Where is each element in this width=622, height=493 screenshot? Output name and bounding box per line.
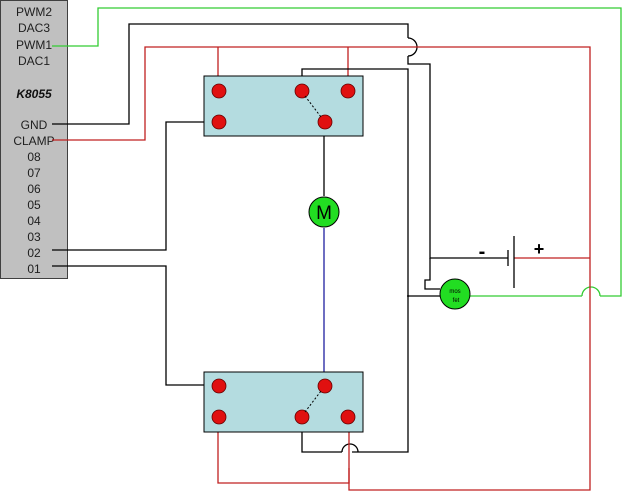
relay-bottom-terminal xyxy=(211,409,227,425)
pin-06: 06 xyxy=(27,182,41,196)
pin-clamp: CLAMP xyxy=(13,134,55,148)
wire-crossover-bottom xyxy=(341,443,359,453)
battery-minus-label: - xyxy=(479,241,486,263)
pin-dac3: DAC3 xyxy=(17,21,50,35)
wire-gnd-cont xyxy=(407,56,508,259)
pin-03: 03 xyxy=(27,230,41,244)
pin-07: 07 xyxy=(27,166,41,180)
relay-top-switch xyxy=(304,95,322,118)
relay-top-terminal xyxy=(211,83,227,99)
pin-pwm1: PWM1 xyxy=(16,38,52,52)
board-name: K8055 xyxy=(16,87,52,101)
relay-top-terminal xyxy=(340,83,356,99)
pin-04: 04 xyxy=(27,214,41,228)
pin-pwm2: PWM2 xyxy=(16,5,52,19)
relay-bottom xyxy=(203,371,364,433)
battery-plus-label: + xyxy=(534,239,545,259)
wire-out01 xyxy=(52,265,218,386)
wire-pwm1 xyxy=(52,7,622,297)
wire-red-bottom-relay xyxy=(217,416,350,484)
mosfet: mos fet xyxy=(439,278,471,310)
relay-top-terminal xyxy=(211,114,227,130)
battery: - + xyxy=(479,236,545,288)
wire-gnd xyxy=(52,23,409,125)
wire-out02 xyxy=(52,121,218,251)
wire-clamp xyxy=(52,46,591,491)
relay-top xyxy=(203,75,364,137)
pin-gnd: GND xyxy=(20,118,48,132)
pin-08: 08 xyxy=(27,150,41,164)
relay-bottom-terminal xyxy=(211,378,227,394)
pin-05: 05 xyxy=(27,198,41,212)
motor-label: M xyxy=(316,203,332,224)
relay-top-terminal xyxy=(294,83,310,99)
pin-02: 02 xyxy=(27,246,41,260)
pin-dac1: DAC1 xyxy=(17,54,50,68)
junction-dot xyxy=(407,295,409,297)
relay-top-terminal xyxy=(317,114,333,130)
relay-bottom-terminal xyxy=(340,409,356,425)
relay-bottom-switch xyxy=(304,390,322,413)
mosfet-label-1: mos xyxy=(449,289,460,295)
wire-crossover-green xyxy=(581,286,601,297)
wire-mosfet-gate xyxy=(424,258,440,290)
mosfet-label-2: fet xyxy=(453,298,460,304)
relay-bottom-terminal xyxy=(294,409,310,425)
pin-01: 01 xyxy=(27,262,41,276)
motor: M xyxy=(308,196,340,228)
relay-bottom-terminal xyxy=(317,378,333,394)
